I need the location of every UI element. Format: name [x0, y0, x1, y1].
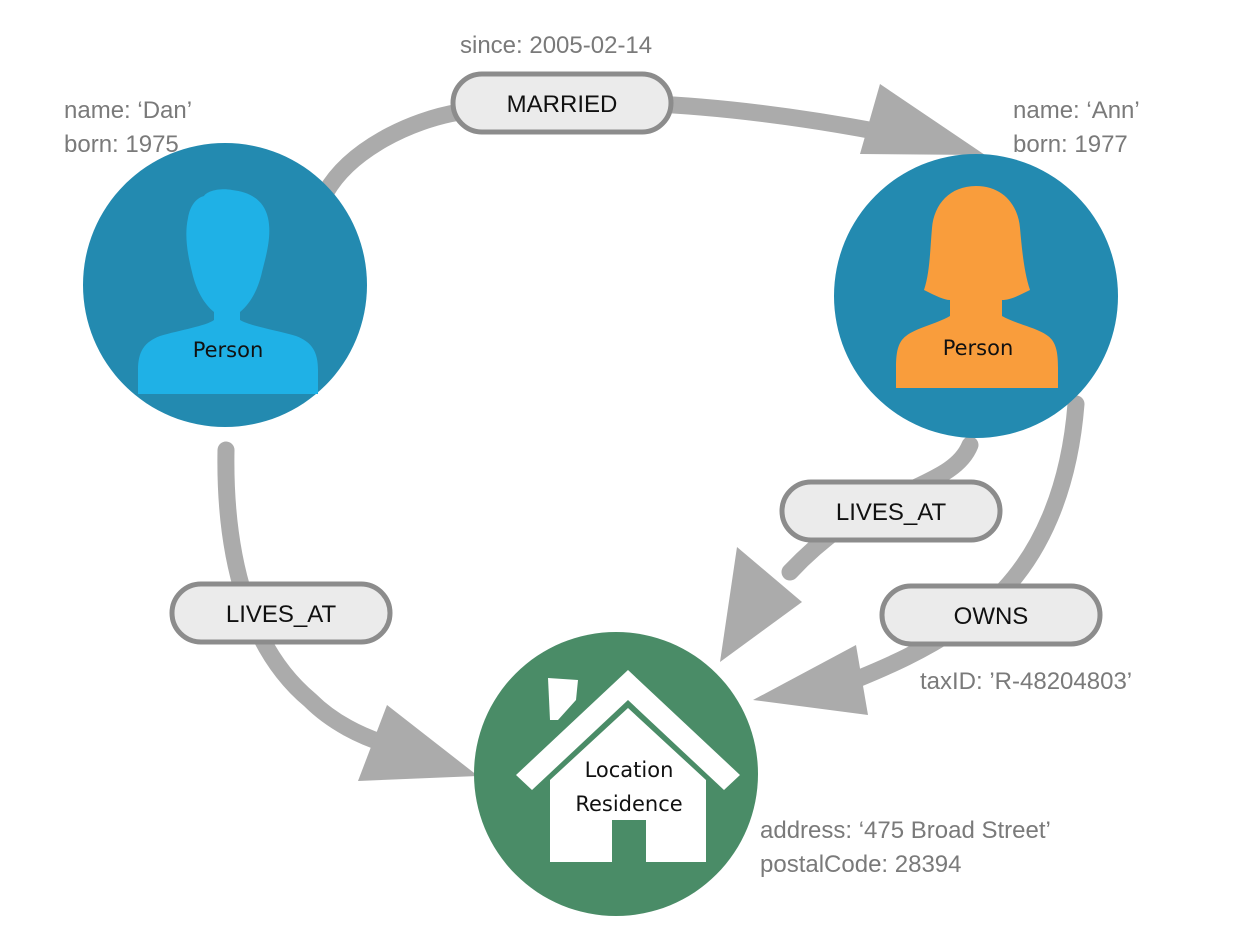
- prop-ann-name: name: ‘Ann’: [1013, 97, 1140, 124]
- node-label-location: Location: [585, 758, 674, 782]
- prop-location-address: address: ‘475 Broad Street’: [760, 817, 1051, 844]
- arrowhead-dan-lives-at: [358, 705, 478, 781]
- arrowhead-ann-lives-at: [720, 547, 802, 662]
- house-icon: [516, 670, 740, 862]
- rel-married[interactable]: MARRIED: [450, 71, 674, 135]
- arrowhead-married: [860, 84, 985, 155]
- prop-owns-taxid: taxID: ’R-48204803’: [920, 668, 1132, 695]
- node-label-dan: Person: [193, 338, 264, 362]
- prop-dan-name: name: ‘Dan’: [64, 97, 192, 124]
- rel-label-dan-lives-at: LIVES_AT: [226, 601, 337, 628]
- node-props-location: address: ‘475 Broad Street’ postalCode: …: [760, 817, 1051, 878]
- rel-ann-lives-at[interactable]: LIVES_AT: [779, 479, 1003, 543]
- male-person-icon: [138, 189, 318, 394]
- node-dan[interactable]: Person: [83, 143, 367, 427]
- rel-label-married: MARRIED: [507, 91, 618, 118]
- rel-pill-owns: [879, 583, 1103, 647]
- arrowhead-owns: [753, 645, 868, 715]
- rel-label-owns: OWNS: [954, 603, 1029, 630]
- rel-label-ann-lives-at: LIVES_AT: [836, 499, 947, 526]
- rel-pill-ann-lives-at: [779, 479, 1003, 543]
- prop-married-since: since: 2005-02-14: [460, 32, 652, 59]
- node-ann[interactable]: Person: [834, 154, 1118, 438]
- rel-dan-lives-at[interactable]: LIVES_AT: [169, 581, 393, 645]
- prop-ann-born: born: 1977: [1013, 131, 1128, 158]
- node-props-ann: name: ‘Ann’ born: 1977: [1013, 97, 1140, 158]
- node-label-residence: Residence: [575, 792, 682, 816]
- node-location[interactable]: Location Residence: [474, 632, 758, 916]
- edge-dan-lives-at: [217, 441, 478, 781]
- prop-dan-born: born: 1975: [64, 131, 179, 158]
- prop-location-postalcode: postalCode: 28394: [760, 851, 962, 878]
- rel-owns[interactable]: OWNS: [879, 583, 1103, 647]
- node-label-ann: Person: [943, 336, 1014, 360]
- node-props-dan: name: ‘Dan’ born: 1975: [64, 97, 192, 158]
- female-person-icon: [896, 186, 1058, 388]
- rel-pill-married: [450, 71, 674, 135]
- rel-pill-dan-lives-at: [169, 581, 393, 645]
